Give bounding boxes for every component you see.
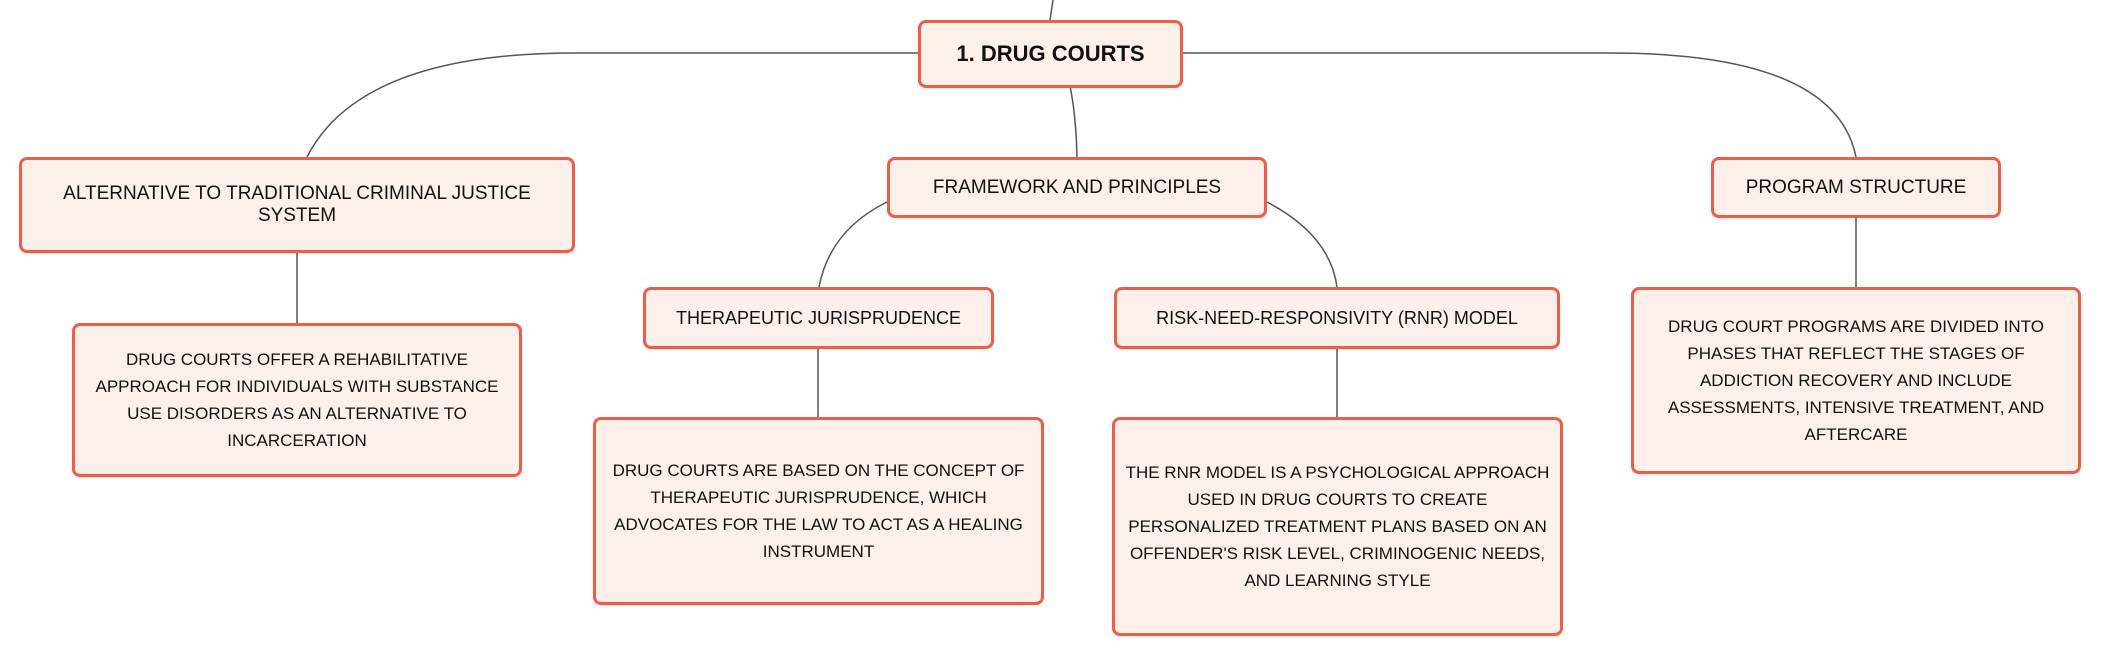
subtopic-rnr[interactable]: RISK-NEED-RESPONSIVITY (RNR) MODEL: [1114, 287, 1560, 349]
topic-alternative-label: ALTERNATIVE TO TRADITIONAL CRIMINAL JUST…: [63, 183, 531, 226]
connector-framework-rnr: [1266, 201, 1338, 288]
detail-alternative[interactable]: DRUG COURTS OFFER A REHABILITATIVE APPRO…: [72, 323, 522, 477]
root-label: 1. DRUG COURTS: [956, 41, 1145, 66]
connector-framework-therapeutic: [818, 201, 888, 288]
detail-alternative-text: DRUG COURTS OFFER A REHABILITATIVE APPRO…: [95, 350, 499, 450]
connector-parent: [1049, 0, 1054, 21]
subtopic-therapeutic[interactable]: THERAPEUTIC JURISPRUDENCE: [643, 287, 994, 349]
detail-rnr[interactable]: THE RNR MODEL IS A PSYCHOLOGICAL APPROAC…: [1112, 417, 1563, 636]
connector-root-program: [1183, 52, 1857, 158]
detail-therapeutic[interactable]: DRUG COURTS ARE BASED ON THE CONCEPT OF …: [593, 417, 1044, 605]
detail-program[interactable]: DRUG COURT PROGRAMS ARE DIVIDED INTO PHA…: [1631, 287, 2081, 474]
detail-rnr-text: THE RNR MODEL IS A PSYCHOLOGICAL APPROAC…: [1125, 463, 1550, 590]
detail-program-text: DRUG COURT PROGRAMS ARE DIVIDED INTO PHA…: [1667, 317, 2045, 444]
detail-therapeutic-text: DRUG COURTS ARE BASED ON THE CONCEPT OF …: [612, 461, 1025, 561]
subtopic-rnr-label: RISK-NEED-RESPONSIVITY (RNR) MODEL: [1156, 307, 1518, 328]
subtopic-therapeutic-label: THERAPEUTIC JURISPRUDENCE: [675, 307, 962, 328]
connector-root-framework: [1069, 85, 1078, 158]
connector-root-alternative: [306, 52, 918, 158]
topic-alternative[interactable]: ALTERNATIVE TO TRADITIONAL CRIMINAL JUST…: [19, 157, 575, 253]
topic-framework-label: FRAMEWORK AND PRINCIPLES: [932, 176, 1222, 198]
topic-program[interactable]: PROGRAM STRUCTURE: [1711, 157, 2001, 218]
topic-framework[interactable]: FRAMEWORK AND PRINCIPLES: [887, 157, 1267, 218]
topic-program-label: PROGRAM STRUCTURE: [1745, 176, 1967, 198]
root-node-drug-courts[interactable]: 1. DRUG COURTS: [918, 20, 1183, 88]
